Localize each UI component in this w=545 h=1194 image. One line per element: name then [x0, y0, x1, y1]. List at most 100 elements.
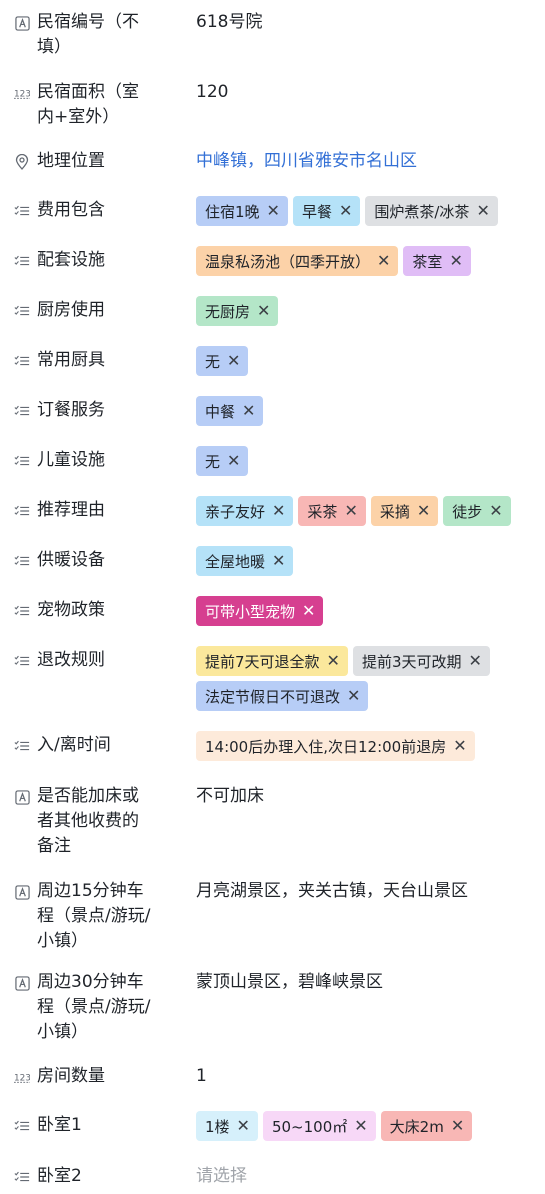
field-label: 入/离时间	[37, 735, 111, 755]
remove-tag-icon[interactable]: ✕	[302, 601, 316, 620]
field-label: 民宿编号（不填）	[37, 12, 139, 57]
tag-list[interactable]: 可带小型宠物 ✕	[196, 596, 535, 626]
remove-tag-icon[interactable]: ✕	[354, 1116, 368, 1135]
option-tag[interactable]: 早餐 ✕	[292, 196, 361, 226]
option-tag[interactable]: 徒步✕	[443, 496, 511, 526]
option-tag[interactable]: 无✕	[196, 346, 249, 376]
text-icon	[14, 789, 30, 805]
multiselect-icon	[14, 203, 30, 219]
field-label: 周边30分钟车程（景点/游玩/小镇）	[37, 972, 151, 1042]
option-tag[interactable]: 提前3天可改期 ✕	[352, 646, 490, 676]
tag-label: 大床2m	[389, 1117, 444, 1136]
option-tag[interactable]: 全屋地暖✕	[196, 546, 294, 576]
remove-tag-icon[interactable]: ✕	[416, 501, 431, 520]
tag-list[interactable]: 1楼✕50~100㎡✕ 大床2m ✕	[196, 1111, 535, 1141]
svg-text:123: 123	[14, 90, 30, 100]
option-tag[interactable]: 茶室✕	[403, 246, 471, 276]
field-label: 地理位置	[37, 151, 105, 171]
tag-list[interactable]: 提前7天可退全款✕提前3天可改期✕法定节假日不可退改✕	[196, 646, 535, 711]
tag-label: 提前7天可退全款	[205, 652, 320, 671]
field-label: 周边15分钟车程（景点/游玩/小镇）	[37, 881, 151, 951]
tag-list[interactable]: 14:00后办理入住,次日12:00前退房✕	[196, 731, 535, 761]
option-tag[interactable]: 围炉煮茶/冰茶 ✕	[365, 196, 498, 226]
remove-tag-icon[interactable]: ✕	[347, 686, 361, 705]
field-label: 民宿面积（室内+室外）	[37, 82, 139, 127]
remove-tag-icon[interactable]: ✕	[338, 201, 353, 220]
option-tag[interactable]: 法定节假日不可退改 ✕	[196, 681, 369, 711]
remove-tag-icon[interactable]: ✕	[450, 1116, 465, 1135]
multiselect-icon	[14, 403, 30, 419]
tag-label: 可带小型宠物	[205, 602, 296, 621]
remove-tag-icon[interactable]: ✕	[242, 401, 256, 420]
field-label: 宠物政策	[37, 600, 105, 620]
option-tag[interactable]: 采茶✕	[298, 496, 366, 526]
option-tag[interactable]: 中餐 ✕	[196, 396, 264, 426]
option-tag[interactable]: 14:00后办理入住,次日12:00前退房✕	[196, 731, 475, 761]
remove-tag-icon[interactable]: ✕	[257, 301, 271, 320]
remove-tag-icon[interactable]: ✕	[272, 551, 286, 570]
multiselect-icon	[14, 453, 30, 469]
option-tag[interactable]: 提前7天可退全款 ✕	[196, 646, 348, 676]
remove-tag-icon[interactable]: ✕	[476, 201, 490, 220]
tag-list[interactable]: 全屋地暖✕	[196, 546, 535, 576]
text-icon	[14, 975, 30, 991]
remove-tag-icon[interactable]: ✕	[449, 251, 463, 270]
field-label: 常用厨具	[37, 350, 105, 370]
text-icon	[14, 884, 30, 900]
tag-list[interactable]: 无✕	[196, 446, 535, 476]
tag-list[interactable]: 住宿1晚 ✕ 早餐 ✕ 围炉煮茶/冰茶 ✕	[196, 196, 535, 226]
remove-tag-icon[interactable]: ✕	[344, 501, 358, 520]
tag-list[interactable]: 亲子友好✕采茶✕采摘✕徒步✕	[196, 496, 535, 526]
tag-label: 围炉煮茶/冰茶	[374, 202, 470, 221]
multiselect-icon	[14, 503, 30, 519]
option-tag[interactable]: 住宿1晚 ✕	[196, 196, 288, 226]
option-tag[interactable]: 大床2m ✕	[380, 1111, 473, 1141]
field-value: 1	[196, 1066, 207, 1086]
option-tag[interactable]: 可带小型宠物 ✕	[196, 596, 324, 626]
tag-label: 住宿1晚	[205, 202, 260, 221]
tag-list[interactable]: 中餐 ✕	[196, 396, 535, 426]
tag-label: 温泉私汤池（四季开放）	[205, 252, 371, 271]
remove-tag-icon[interactable]: ✕	[236, 1116, 250, 1135]
field-label: 推荐理由	[37, 500, 105, 520]
option-tag[interactable]: 温泉私汤池（四季开放） ✕	[196, 246, 399, 276]
option-tag[interactable]: 无✕	[196, 446, 249, 476]
tag-list[interactable]: 温泉私汤池（四季开放）✕茶室✕	[196, 246, 535, 276]
field-label: 退改规则	[37, 650, 105, 670]
option-tag[interactable]: 1楼✕	[196, 1111, 258, 1141]
tag-label: 中餐	[205, 402, 236, 421]
remove-tag-icon[interactable]: ✕	[453, 736, 467, 755]
remove-tag-icon[interactable]: ✕	[227, 451, 241, 470]
tag-label: 早餐	[301, 202, 332, 221]
tag-label: 提前3天可改期	[361, 652, 462, 671]
svg-text:123: 123	[14, 1074, 30, 1084]
option-tag[interactable]: 亲子友好 ✕	[196, 496, 294, 526]
multiselect-icon	[14, 738, 30, 754]
remove-tag-icon[interactable]: ✕	[227, 351, 241, 370]
multiselect-icon	[14, 1169, 30, 1185]
field-label: 厨房使用	[37, 300, 105, 320]
field-label: 配套设施	[37, 250, 105, 270]
field-value: 月亮湖景区，夹关古镇，天台山景区	[196, 881, 468, 901]
remove-tag-icon[interactable]: ✕	[377, 251, 391, 270]
remove-tag-icon[interactable]: ✕	[468, 651, 482, 670]
tag-label: 法定节假日不可退改	[205, 687, 341, 706]
field-label: 儿童设施	[37, 450, 105, 470]
remove-tag-icon[interactable]: ✕	[489, 501, 503, 520]
remove-tag-icon[interactable]: ✕	[266, 201, 280, 220]
option-tag[interactable]: 无厨房✕	[196, 296, 279, 326]
field-value: 蒙顶山景区，碧峰峡景区	[196, 972, 383, 992]
tag-list[interactable]: 无厨房✕	[196, 296, 535, 326]
tag-list[interactable]: 无✕	[196, 346, 535, 376]
remove-tag-icon[interactable]: ✕	[272, 501, 286, 520]
select-placeholder[interactable]: 请选择	[196, 1166, 247, 1186]
tag-label: 亲子友好	[205, 502, 266, 521]
option-tag[interactable]: 采摘✕	[370, 496, 439, 526]
option-tag[interactable]: 50~100㎡✕	[262, 1111, 376, 1141]
field-label: 卧室2	[37, 1166, 82, 1186]
location-link[interactable]: 中峰镇，四川省雅安市名山区	[196, 151, 417, 171]
multiselect-icon	[14, 553, 30, 569]
remove-tag-icon[interactable]: ✕	[326, 651, 340, 670]
field-value: 120	[196, 82, 229, 102]
multiselect-icon	[14, 353, 30, 369]
